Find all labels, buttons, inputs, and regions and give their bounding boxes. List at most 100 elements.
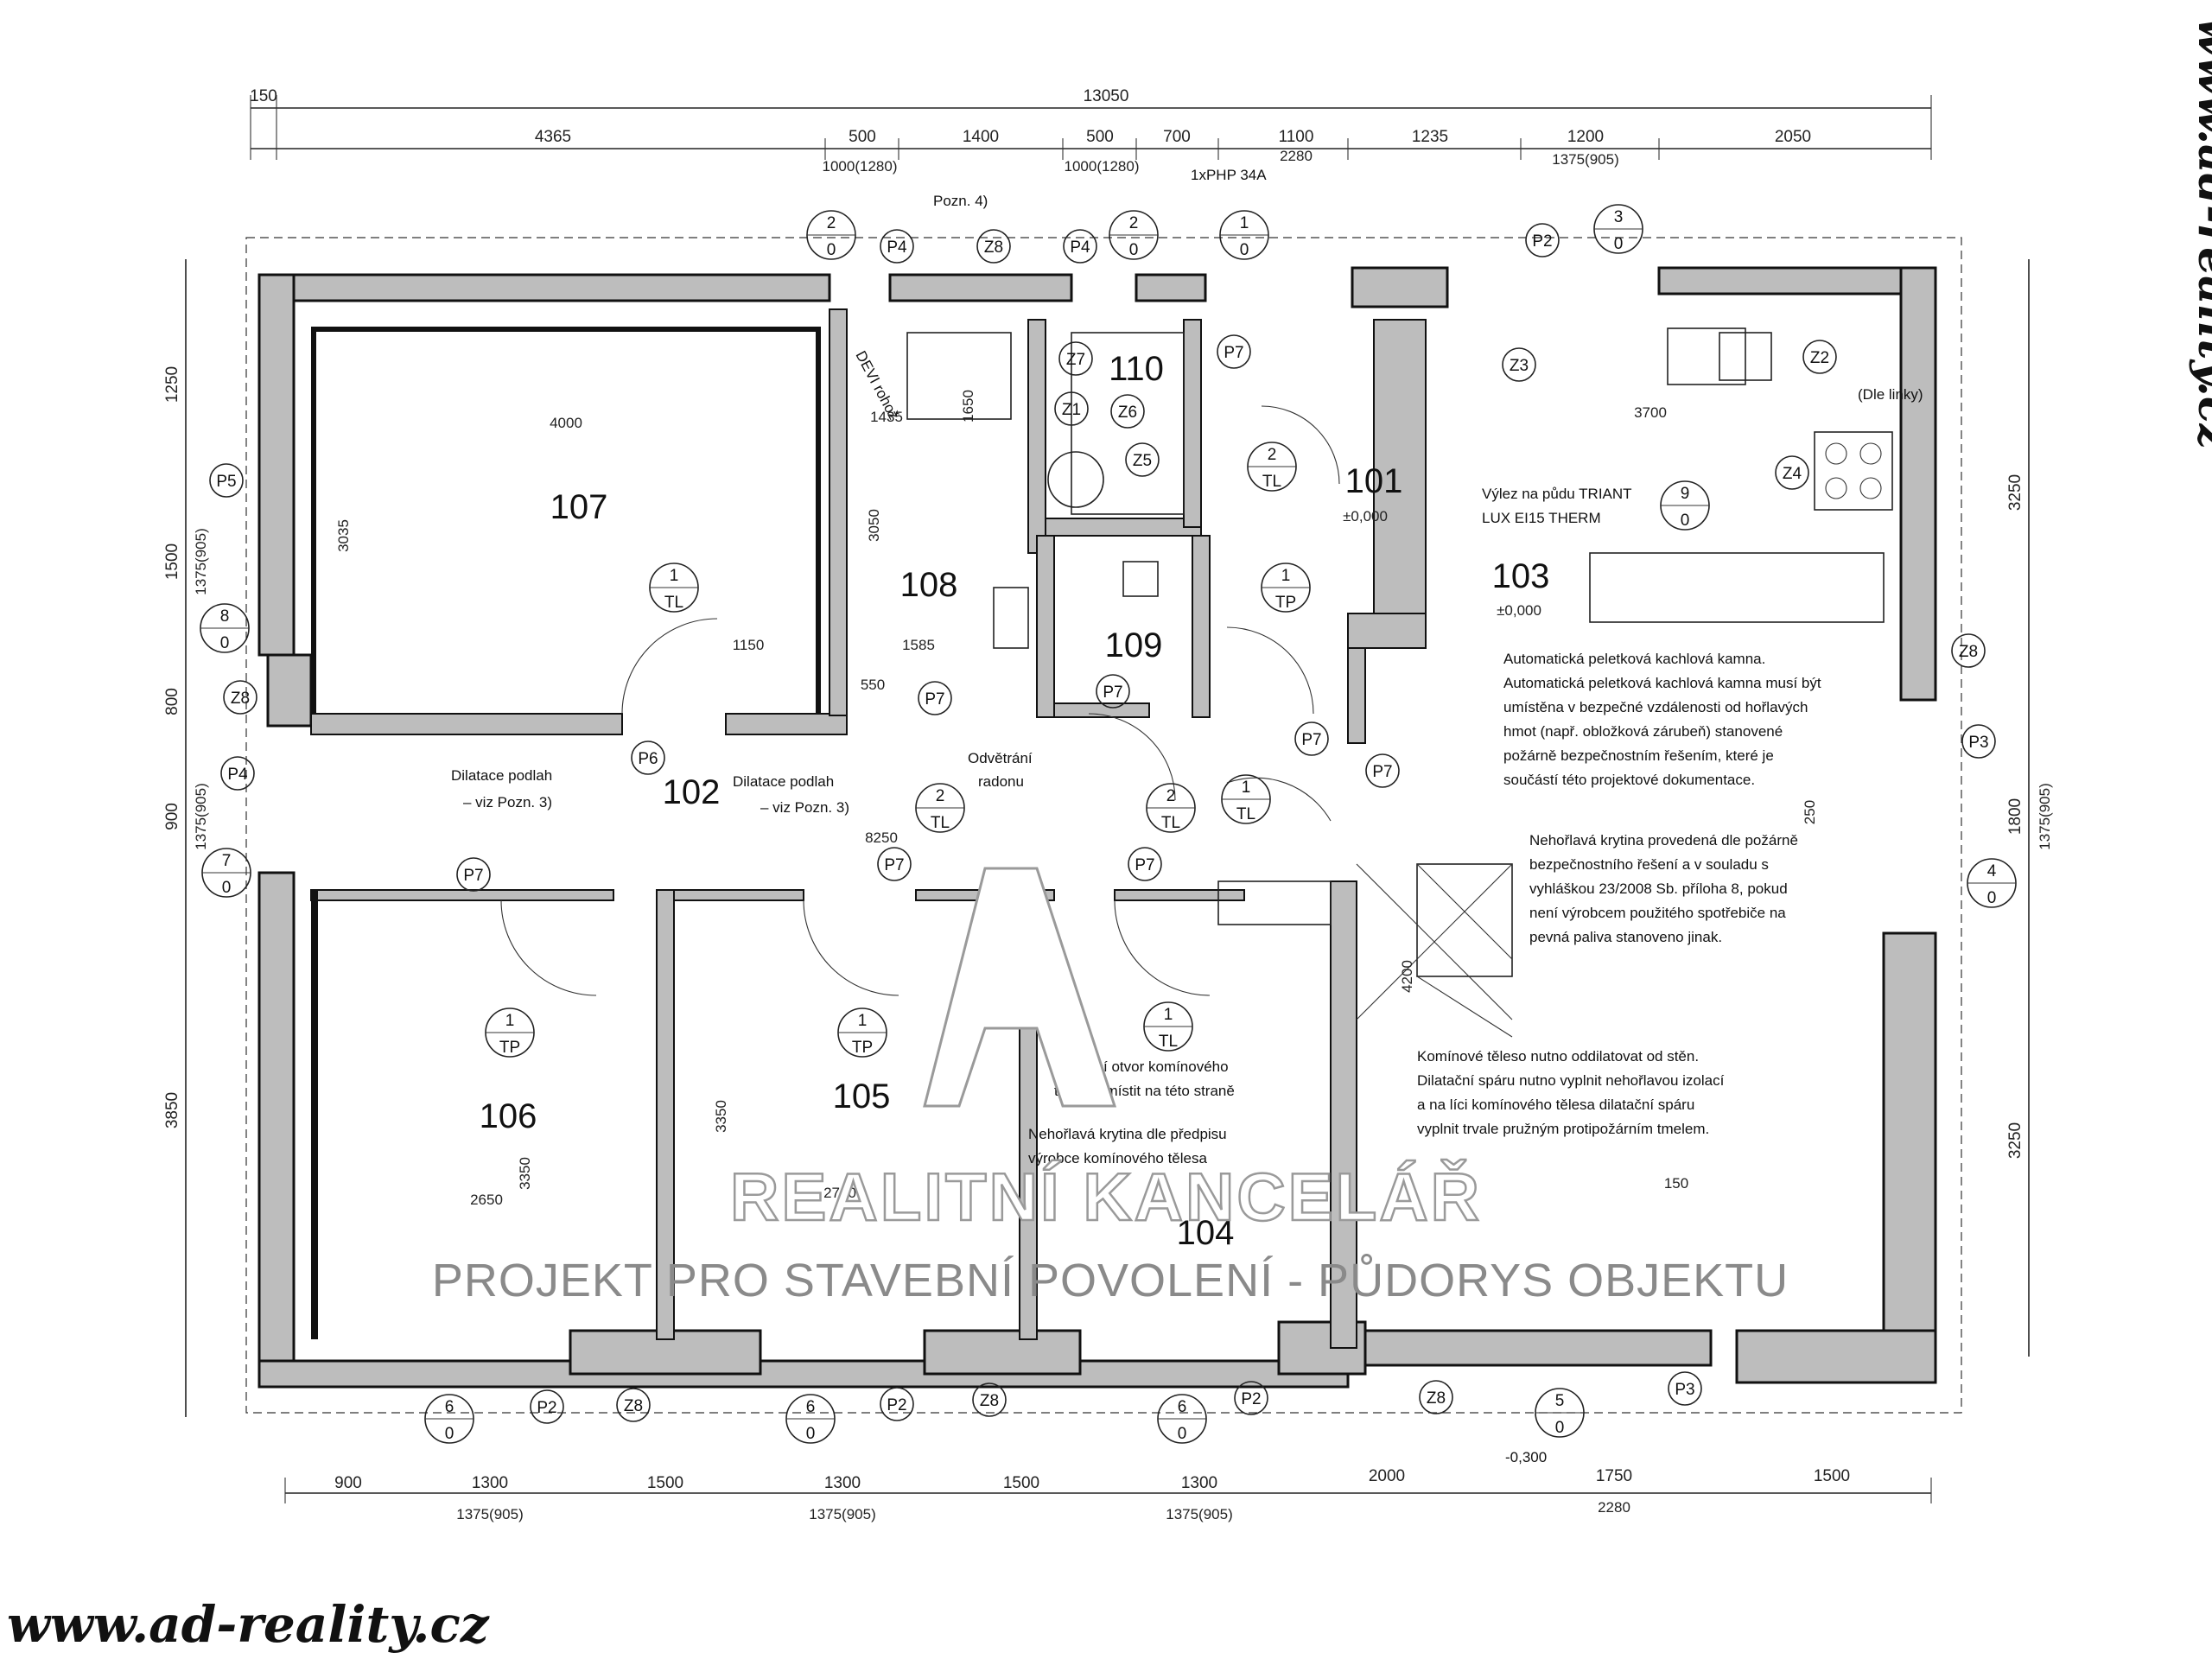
dim-top: 500 (849, 128, 876, 146)
svg-text:2: 2 (1129, 214, 1139, 232)
svg-text:0: 0 (1987, 889, 1997, 907)
tag-p7: P7 (1294, 721, 1329, 756)
svg-text:1500: 1500 (163, 543, 181, 580)
svg-text:Nehořlavá krytina dle předpisu: Nehořlavá krytina dle předpisu (1028, 1126, 1227, 1142)
room-103-level: ±0,000 (1497, 602, 1541, 619)
svg-text:Z7: Z7 (1066, 351, 1085, 369)
svg-text:2: 2 (1268, 446, 1277, 464)
label-odvetrani-1: Odvětrání (968, 750, 1033, 766)
svg-text:7: 7 (222, 852, 232, 870)
dim-top: 1235 (1412, 128, 1448, 146)
dim-bottom-sub: 1375(905) (1166, 1506, 1233, 1522)
tag-z8: Z8 (1419, 1380, 1453, 1414)
svg-text:hmot (např. obložková zárubeň): hmot (např. obložková zárubeň) stanovené (1503, 723, 1783, 740)
tag-p3: P3 (1668, 1371, 1702, 1406)
svg-text:3850: 3850 (163, 1092, 181, 1128)
watermark-subtitle: PROJEKT PRO STAVEBNÍ POVOLENÍ - PŮDORYS … (432, 1254, 1789, 1306)
svg-text:P2: P2 (887, 1396, 906, 1414)
dim-top: 1200 (1567, 128, 1604, 146)
room-109: 109 (1105, 626, 1163, 664)
svg-text:TL: TL (931, 814, 950, 832)
site-url-bottom: www.ad-reality.cz (7, 1595, 490, 1654)
svg-text:P7: P7 (1301, 731, 1321, 749)
svg-text:bezpečnostního řešení a v soul: bezpečnostního řešení a v souladu s (1529, 856, 1769, 873)
section-mark: 1TP (485, 1007, 535, 1058)
tag-p7: P7 (1128, 847, 1162, 881)
svg-text:0: 0 (1240, 241, 1249, 259)
svg-text:0: 0 (1614, 235, 1624, 253)
label-vylez-2: LUX EI15 THERM (1482, 510, 1601, 526)
tag-z8: Z8 (1951, 633, 1986, 668)
section-mark: 2TL (1146, 783, 1196, 833)
svg-text:1800: 1800 (2006, 798, 2024, 835)
room-110: 110 (1109, 350, 1164, 388)
exterior-walls (257, 266, 1937, 1389)
tag-p7: P7 (1365, 753, 1400, 788)
svg-text:TP: TP (852, 1039, 873, 1057)
section-mark: 50 (1535, 1388, 1585, 1438)
svg-text:0: 0 (445, 1425, 454, 1443)
svg-text:Komínové těleso nutno oddilato: Komínové těleso nutno oddilatovat od stě… (1417, 1048, 1699, 1065)
dim-bottom: 1750 (1596, 1467, 1632, 1485)
svg-text:1: 1 (505, 1012, 515, 1030)
svg-text:1: 1 (1242, 779, 1251, 797)
svg-text:2: 2 (936, 787, 945, 805)
room-107: 107 (550, 488, 608, 526)
note-komin: Komínové těleso nutno oddilatovat od stě… (1417, 1048, 1725, 1137)
section-mark: 90 (1660, 480, 1710, 531)
svg-text:0: 0 (1178, 1425, 1187, 1443)
section-mark: 1TP (837, 1007, 887, 1058)
svg-text:P6: P6 (638, 750, 658, 768)
tag-p7: P7 (1217, 334, 1251, 369)
svg-text:P2: P2 (1241, 1390, 1261, 1408)
svg-text:součástí této projektové dokum: součástí této projektové dokumentace. (1503, 772, 1755, 788)
svg-text:1: 1 (1240, 214, 1249, 232)
label-dilatace-2b: – viz Pozn. 3) (760, 799, 849, 816)
inner-dim: 150 (1664, 1175, 1688, 1192)
label-dilatace-2a: Dilatace podlah (733, 773, 834, 790)
svg-text:P7: P7 (1224, 344, 1243, 362)
section-mark: 10 (1219, 210, 1269, 260)
svg-text:0: 0 (806, 1425, 816, 1443)
tag-p2: P2 (880, 1387, 914, 1421)
bottom-dimensions: 900 1300 1500 1300 1500 1300 2000 1750 1… (284, 1467, 1932, 1522)
dim-top-sub: 1375(905) (1552, 151, 1619, 168)
svg-text:0: 0 (222, 879, 232, 897)
svg-text:není výrobcem použitého spotře: není výrobcem použitého spotřebiče na (1529, 905, 1786, 921)
inner-dim: 1585 (902, 637, 935, 653)
dim-bottom: 1300 (1181, 1474, 1217, 1492)
inner-dim: 8250 (865, 830, 898, 846)
room-106: 106 (480, 1097, 537, 1135)
tag-p5: P5 (209, 463, 244, 498)
section-mark: 80 (200, 603, 250, 653)
inner-dim: 4000 (550, 415, 582, 431)
label-dilatace-1a: Dilatace podlah (451, 767, 552, 784)
section-mark: 1TP (1261, 563, 1311, 613)
svg-text:umístěna v bezpečné vzdálenost: umístěna v bezpečné vzdálenosti od hořla… (1503, 699, 1808, 715)
svg-text:P7: P7 (1103, 683, 1122, 702)
svg-text:Automatická peletková kachlová: Automatická peletková kachlová kamna mus… (1503, 675, 1821, 691)
tag-z8: Z8 (976, 229, 1011, 264)
dim-bottom-sub: 1375(905) (809, 1506, 876, 1522)
svg-text:TL: TL (1236, 805, 1255, 823)
inner-dim: 550 (861, 677, 885, 693)
svg-text:P7: P7 (884, 856, 904, 874)
tag-z5: Z5 (1125, 442, 1160, 477)
tag-z8: Z8 (972, 1382, 1007, 1417)
svg-text:P7: P7 (925, 690, 944, 709)
right-dimensions: 3250 1800 1375(905) 3250 (2006, 259, 2053, 1357)
dim-top-sub: 1000(1280) (823, 158, 898, 175)
label-minus-level: -0,300 (1505, 1449, 1547, 1465)
svg-text:P4: P4 (1070, 238, 1090, 257)
label-vylez-1: Výlez na půdu TRIANT (1482, 486, 1632, 502)
inner-dim: 1435 (870, 409, 903, 425)
svg-text:Z2: Z2 (1810, 349, 1829, 367)
svg-text:2: 2 (827, 214, 836, 232)
section-marks: 20 20 10 30 80 70 40 90 60 60 60 50 1TL … (200, 204, 2017, 1444)
svg-text:6: 6 (445, 1398, 454, 1416)
svg-text:Z8: Z8 (1959, 643, 1978, 661)
dim-bottom: 1500 (1003, 1474, 1039, 1492)
site-url-side: www.ad-reality.cz (2188, 17, 2212, 451)
inner-dim: 4200 (1399, 960, 1415, 993)
svg-text:vyplnit trvale pružným protipo: vyplnit trvale pružným protipožárním tme… (1417, 1121, 1709, 1137)
